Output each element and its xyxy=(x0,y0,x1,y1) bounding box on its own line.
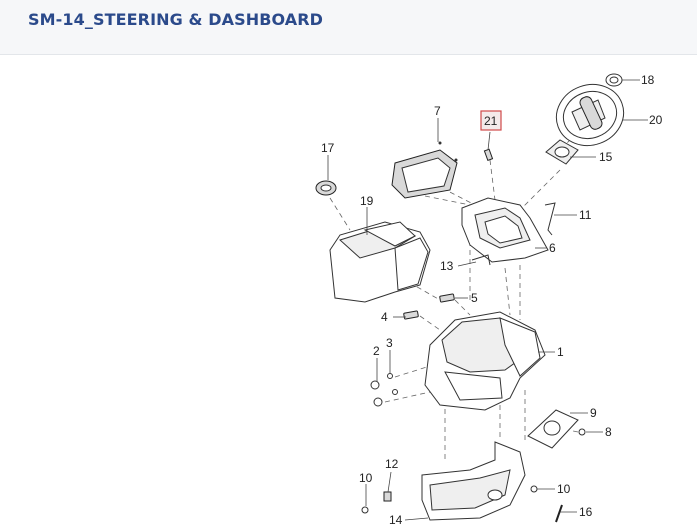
fastener-12[interactable] xyxy=(383,491,392,502)
callout-19[interactable]: 19 xyxy=(360,194,374,208)
lower-panel[interactable] xyxy=(421,441,526,521)
seal-ring[interactable] xyxy=(315,180,337,196)
fastener-10-left[interactable] xyxy=(361,506,369,514)
callout-12[interactable]: 12 xyxy=(385,457,399,471)
cable-part[interactable] xyxy=(471,254,491,266)
clip-part[interactable] xyxy=(483,148,494,162)
callout-1[interactable]: 1 xyxy=(557,345,564,359)
callout-2[interactable]: 2 xyxy=(373,344,380,358)
instrument-cluster[interactable] xyxy=(391,141,458,199)
steering-wheel[interactable] xyxy=(548,75,632,155)
callout-4[interactable]: 4 xyxy=(381,310,388,324)
mounting-plate[interactable] xyxy=(527,409,579,449)
clip-4[interactable] xyxy=(403,310,419,320)
bolt-3[interactable] xyxy=(387,373,398,395)
callout-21[interactable]: 21 xyxy=(484,114,498,128)
steering-adapter[interactable] xyxy=(545,139,579,165)
rod-16[interactable] xyxy=(555,504,563,523)
callout-8[interactable]: 8 xyxy=(605,425,612,439)
leader-lines xyxy=(327,79,648,521)
callout-labels: 18 20 7 21 15 17 19 11 6 13 5 4 2 3 1 9 … xyxy=(321,73,663,527)
page-title: SM-14_STEERING & DASHBOARD xyxy=(28,10,324,29)
fastener-10-right[interactable] xyxy=(530,485,538,493)
callout-16[interactable]: 16 xyxy=(579,505,593,519)
callout-20[interactable]: 20 xyxy=(649,113,663,127)
callout-5[interactable]: 5 xyxy=(471,291,478,305)
callout-15[interactable]: 15 xyxy=(599,150,613,164)
callout-13[interactable]: 13 xyxy=(440,259,454,273)
screw-8[interactable] xyxy=(578,428,586,436)
callout-7[interactable]: 7 xyxy=(434,104,441,118)
bracket-part[interactable] xyxy=(544,202,556,236)
callout-18[interactable]: 18 xyxy=(641,73,655,87)
callout-9[interactable]: 9 xyxy=(590,406,597,420)
highlight-box-21 xyxy=(480,110,502,131)
callout-14[interactable]: 14 xyxy=(389,513,403,527)
callout-3[interactable]: 3 xyxy=(386,336,393,350)
steering-cap[interactable] xyxy=(605,73,623,87)
dashboard-bezel[interactable] xyxy=(461,197,549,263)
callout-10-right[interactable]: 10 xyxy=(557,482,571,496)
callout-17[interactable]: 17 xyxy=(321,141,335,155)
page-header: SM-14_STEERING & DASHBOARD xyxy=(0,0,697,55)
dash-cover[interactable] xyxy=(424,311,546,411)
storage-box[interactable] xyxy=(329,221,431,303)
bolt-2[interactable] xyxy=(370,380,383,407)
clip-5[interactable] xyxy=(439,293,455,303)
callout-11[interactable]: 11 xyxy=(579,208,592,222)
callout-6[interactable]: 6 xyxy=(549,241,556,255)
callout-10-left[interactable]: 10 xyxy=(359,471,373,485)
